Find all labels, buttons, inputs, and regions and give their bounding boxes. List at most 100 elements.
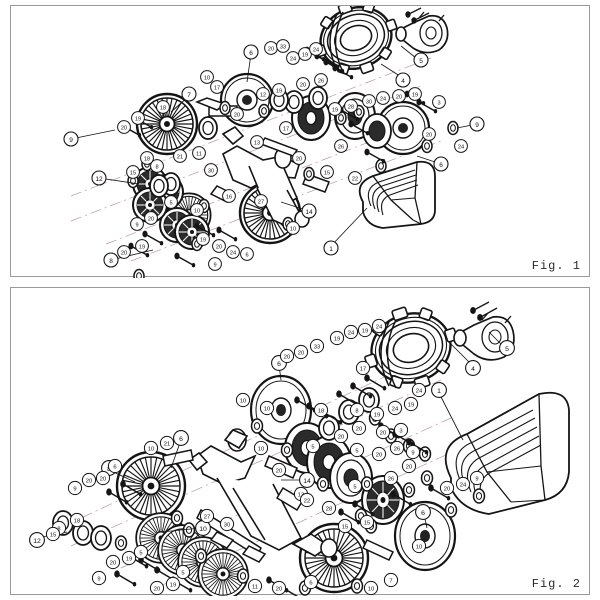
svg-text:1: 1: [437, 388, 441, 395]
svg-text:9: 9: [411, 451, 414, 457]
svg-text:19: 19: [408, 403, 414, 409]
svg-text:20: 20: [100, 477, 106, 483]
svg-text:24: 24: [392, 407, 399, 413]
svg-text:21: 21: [177, 155, 183, 161]
svg-text:19: 19: [412, 93, 418, 99]
svg-text:22: 22: [352, 177, 358, 183]
svg-text:20: 20: [396, 95, 402, 101]
svg-text:8: 8: [109, 258, 113, 265]
figure-1-drawing: 1 6 5 4 9 12 8 9: [11, 6, 589, 278]
svg-text:8: 8: [355, 409, 358, 415]
svg-text:16: 16: [226, 195, 232, 201]
svg-text:24: 24: [348, 331, 355, 337]
svg-text:20: 20: [376, 453, 382, 459]
svg-text:20: 20: [86, 479, 92, 485]
figure-panel-fig2: 1 4 5 6 6 8 12 14: [10, 287, 590, 596]
svg-text:9: 9: [69, 137, 73, 144]
svg-text:20: 20: [268, 47, 274, 53]
svg-text:30: 30: [208, 169, 214, 175]
svg-text:19: 19: [200, 238, 206, 244]
svg-text:9: 9: [73, 487, 76, 493]
svg-text:19: 19: [362, 329, 368, 335]
svg-text:28: 28: [348, 105, 354, 111]
svg-text:20: 20: [276, 587, 282, 593]
figure-2-drawing: 1 4 5 6 6 8 12 14: [11, 288, 589, 596]
svg-text:5: 5: [505, 346, 509, 353]
fig1-balloon-group: 1 6 5 4 9 12 8 9: [63, 44, 485, 268]
svg-text:24: 24: [416, 389, 423, 395]
svg-text:12: 12: [95, 176, 103, 183]
svg-text:6: 6: [113, 465, 116, 471]
fig1-drive-sprocket-assembly: [314, 6, 449, 75]
svg-text:5: 5: [169, 201, 172, 207]
svg-text:9: 9: [135, 223, 138, 229]
svg-text:24: 24: [230, 251, 236, 257]
fig1-axle-housing: [221, 125, 310, 229]
svg-text:18: 18: [160, 106, 166, 112]
svg-text:24: 24: [460, 483, 467, 489]
svg-text:13: 13: [254, 141, 260, 147]
svg-text:18: 18: [318, 409, 324, 415]
svg-text:24: 24: [458, 145, 464, 151]
svg-text:20: 20: [296, 157, 302, 163]
svg-text:6: 6: [277, 361, 281, 368]
svg-text:18: 18: [74, 519, 80, 525]
svg-text:20: 20: [338, 435, 344, 441]
svg-text:18: 18: [144, 157, 150, 163]
svg-text:20: 20: [234, 113, 240, 119]
svg-text:10: 10: [368, 587, 374, 593]
svg-text:19: 19: [139, 245, 145, 251]
svg-text:11: 11: [252, 585, 258, 591]
svg-text:20: 20: [121, 126, 127, 132]
svg-text:1: 1: [329, 246, 333, 253]
svg-text:20: 20: [426, 133, 432, 139]
svg-text:17: 17: [360, 367, 366, 373]
svg-text:4: 4: [471, 366, 475, 373]
svg-text:10: 10: [199, 526, 207, 533]
svg-text:10: 10: [194, 209, 200, 215]
svg-text:10: 10: [258, 447, 264, 453]
fig1-track-belt: [358, 160, 436, 229]
svg-text:4: 4: [401, 78, 405, 85]
svg-text:21: 21: [164, 442, 170, 448]
fig2-balloon-field: 20 20 33 19 24 19 24 17 10 18 8 19 24 19…: [45, 318, 485, 596]
svg-text:12: 12: [33, 538, 41, 545]
svg-text:24: 24: [313, 48, 319, 54]
svg-text:15: 15: [50, 533, 56, 539]
fig1-svg: 1 6 5 4 9 12 8 9: [63, 6, 485, 278]
svg-text:5: 5: [139, 551, 142, 557]
figure-panel-fig1: 1 6 5 4 9 12 8 9: [10, 5, 590, 278]
svg-text:24: 24: [376, 325, 383, 331]
svg-text:22: 22: [304, 499, 310, 505]
fig2-svg: 1 4 5 6 6 8 12 14: [29, 301, 570, 596]
svg-text:13: 13: [298, 493, 304, 499]
fig2-motor-bolts: [470, 301, 498, 321]
svg-text:20: 20: [300, 83, 306, 89]
svg-text:7: 7: [389, 579, 392, 585]
svg-text:27: 27: [258, 200, 264, 206]
svg-text:7: 7: [187, 92, 191, 99]
svg-text:20: 20: [284, 355, 290, 361]
svg-text:10: 10: [416, 545, 422, 551]
svg-text:9: 9: [475, 122, 479, 129]
svg-text:5: 5: [355, 449, 358, 455]
svg-text:26: 26: [318, 79, 324, 85]
svg-text:10: 10: [240, 399, 246, 405]
svg-text:3: 3: [437, 101, 440, 107]
svg-text:6: 6: [439, 162, 443, 169]
svg-text:10: 10: [148, 447, 154, 453]
svg-text:26: 26: [338, 145, 344, 151]
svg-text:15: 15: [364, 521, 370, 527]
svg-text:15: 15: [130, 171, 136, 177]
svg-text:5: 5: [419, 58, 423, 65]
svg-text:3: 3: [399, 429, 402, 435]
figure-label-fig1: Fig. 1: [531, 259, 581, 273]
svg-text:6: 6: [309, 581, 312, 587]
svg-text:17: 17: [283, 127, 289, 133]
svg-text:5: 5: [181, 571, 184, 577]
svg-text:20: 20: [148, 217, 154, 223]
svg-text:30: 30: [366, 100, 372, 106]
svg-text:19: 19: [276, 89, 282, 95]
svg-text:20: 20: [406, 465, 412, 471]
svg-text:9: 9: [475, 477, 478, 483]
